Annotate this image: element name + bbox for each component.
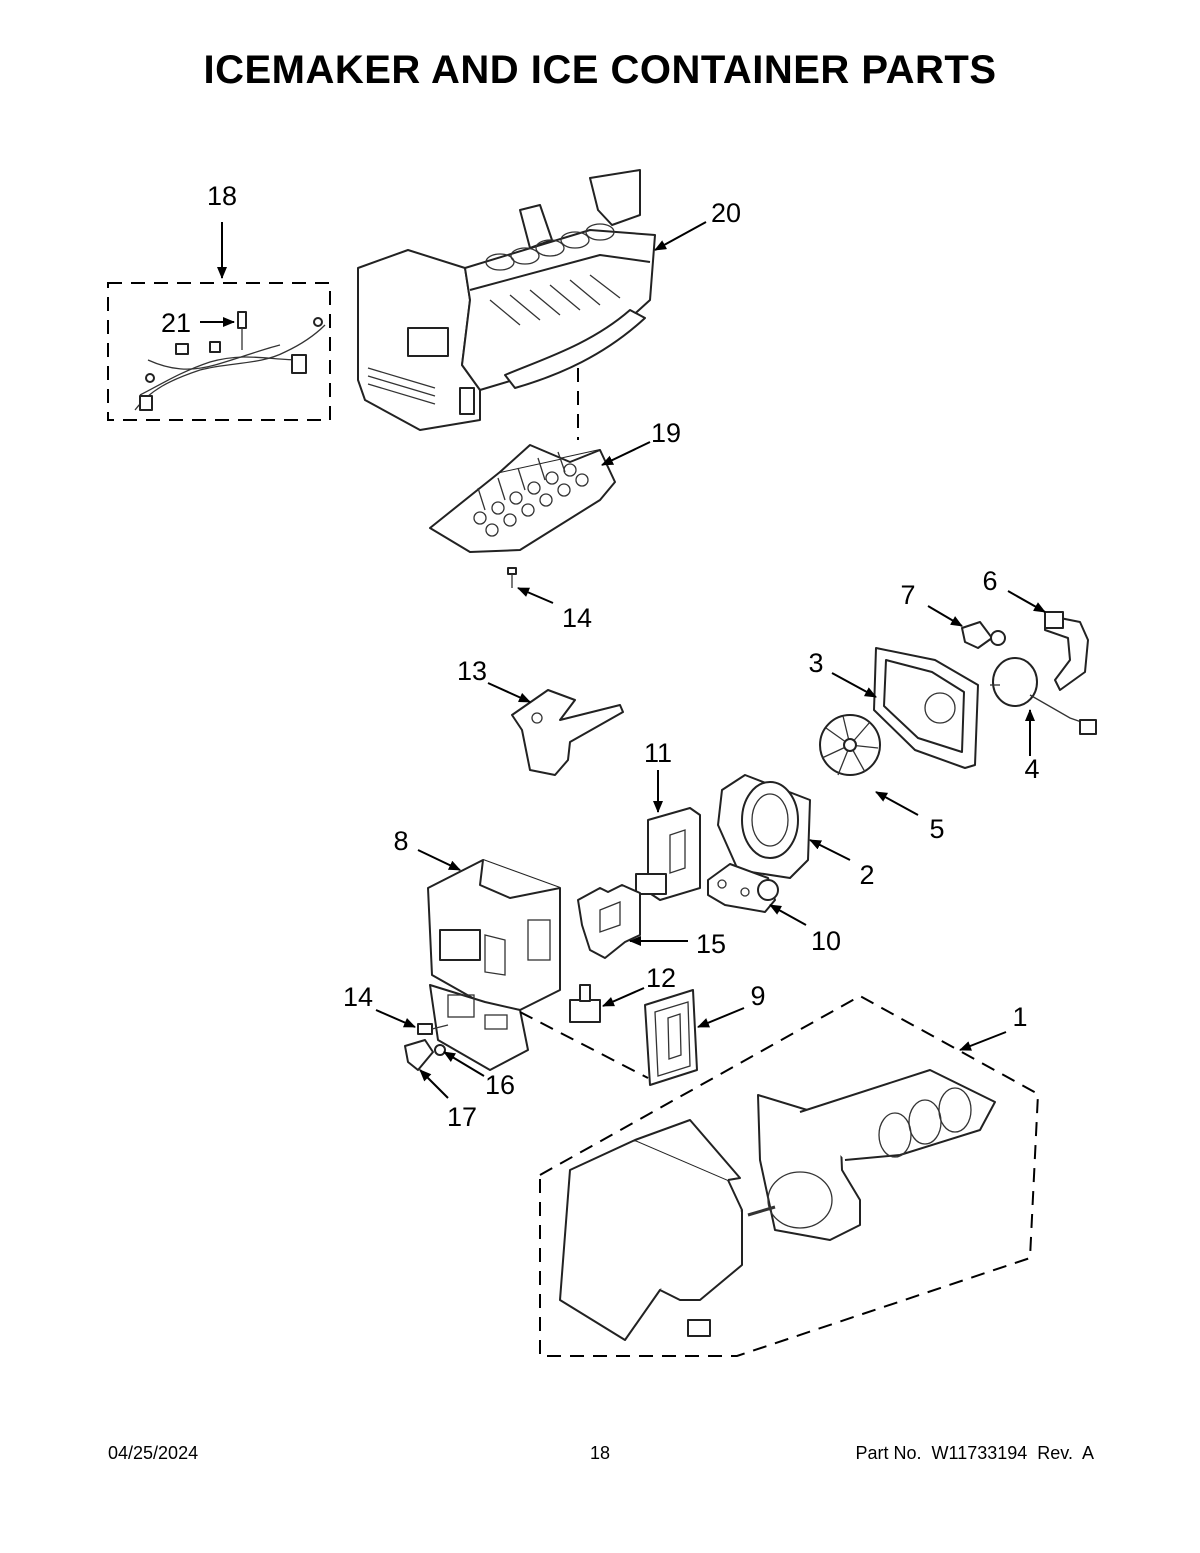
callout-18: 18 bbox=[207, 181, 237, 211]
callout-2: 2 bbox=[859, 860, 874, 890]
callout-numbers: 18 21 20 19 14 7 6 3 13 4 11 5 8 2 10 15… bbox=[161, 181, 1040, 1132]
arrow-5 bbox=[875, 791, 919, 816]
arrow-3 bbox=[831, 672, 877, 698]
fan-shroud-2[interactable] bbox=[717, 774, 811, 879]
callout-19: 19 bbox=[651, 418, 681, 448]
callout-arrows bbox=[200, 221, 1046, 1099]
callout-4: 4 bbox=[1024, 754, 1039, 784]
arrow-17 bbox=[419, 1069, 449, 1099]
ice-container-assembly-1[interactable] bbox=[539, 994, 1040, 1357]
arrow-8 bbox=[417, 849, 461, 871]
callout-14-top: 14 bbox=[562, 603, 592, 633]
screw-14-top[interactable] bbox=[507, 567, 517, 588]
arrow-9 bbox=[697, 1007, 745, 1028]
footer-page-number: 18 bbox=[589, 1443, 611, 1463]
page-title: ICEMAKER AND ICE CONTAINER PARTS bbox=[203, 48, 997, 92]
callout-20: 20 bbox=[711, 198, 741, 228]
callout-5: 5 bbox=[929, 814, 944, 844]
switch-bracket-15[interactable] bbox=[577, 884, 641, 959]
arrow-14-top bbox=[517, 587, 554, 604]
callout-6: 6 bbox=[982, 566, 997, 596]
callout-21: 21 bbox=[161, 308, 191, 338]
arrow-19 bbox=[601, 441, 651, 466]
screw-14-side[interactable] bbox=[417, 1023, 449, 1035]
switch-cover-11[interactable] bbox=[635, 807, 701, 901]
callout-9: 9 bbox=[750, 981, 765, 1011]
arrow-13 bbox=[487, 682, 531, 703]
door-crank-17[interactable] bbox=[404, 1039, 434, 1071]
callout-14-side: 14 bbox=[343, 982, 373, 1012]
arrow-14-side bbox=[375, 1009, 416, 1028]
arrow-20 bbox=[654, 221, 707, 251]
arrow-1 bbox=[959, 1031, 1007, 1051]
callout-1: 1 bbox=[1012, 1002, 1027, 1032]
bracket-6[interactable] bbox=[1044, 611, 1089, 691]
arrow-7 bbox=[927, 605, 963, 627]
callout-8: 8 bbox=[393, 826, 408, 856]
callout-13: 13 bbox=[457, 656, 487, 686]
arrow-10 bbox=[769, 904, 807, 926]
callout-16: 16 bbox=[485, 1070, 515, 1100]
arrow-16 bbox=[443, 1051, 485, 1077]
auger-motor-10[interactable] bbox=[707, 863, 779, 913]
callout-11: 11 bbox=[644, 738, 672, 768]
icemaker-assembly-20[interactable] bbox=[357, 169, 656, 440]
thermistor-21[interactable] bbox=[237, 311, 247, 350]
callout-10: 10 bbox=[811, 926, 841, 956]
motor-mount-7[interactable] bbox=[961, 621, 1006, 649]
wire-harness-kit-18[interactable] bbox=[107, 282, 331, 421]
dispenser-door-9[interactable] bbox=[644, 989, 698, 1086]
callout-12: 12 bbox=[646, 963, 676, 993]
arrow-2 bbox=[809, 839, 851, 861]
clip-16[interactable] bbox=[434, 1044, 446, 1056]
fan-blade-5[interactable] bbox=[819, 714, 881, 776]
arrow-6 bbox=[1007, 590, 1046, 613]
callout-17: 17 bbox=[447, 1102, 477, 1132]
footer-part-number: Part No. W11733194 Rev. A bbox=[855, 1443, 1094, 1463]
callout-7: 7 bbox=[900, 580, 915, 610]
fan-housing-3[interactable] bbox=[873, 647, 979, 769]
callout-15: 15 bbox=[696, 929, 726, 959]
arrow-12 bbox=[602, 987, 645, 1007]
solenoid-12[interactable] bbox=[569, 984, 601, 1023]
insulation-13[interactable] bbox=[511, 689, 624, 776]
callout-3: 3 bbox=[808, 648, 823, 678]
dispenser-housing-8[interactable] bbox=[427, 859, 561, 1071]
fan-motor-4[interactable] bbox=[990, 657, 1097, 735]
footer-date: 04/25/2024 bbox=[108, 1443, 199, 1463]
ice-mold-19[interactable] bbox=[429, 444, 616, 553]
